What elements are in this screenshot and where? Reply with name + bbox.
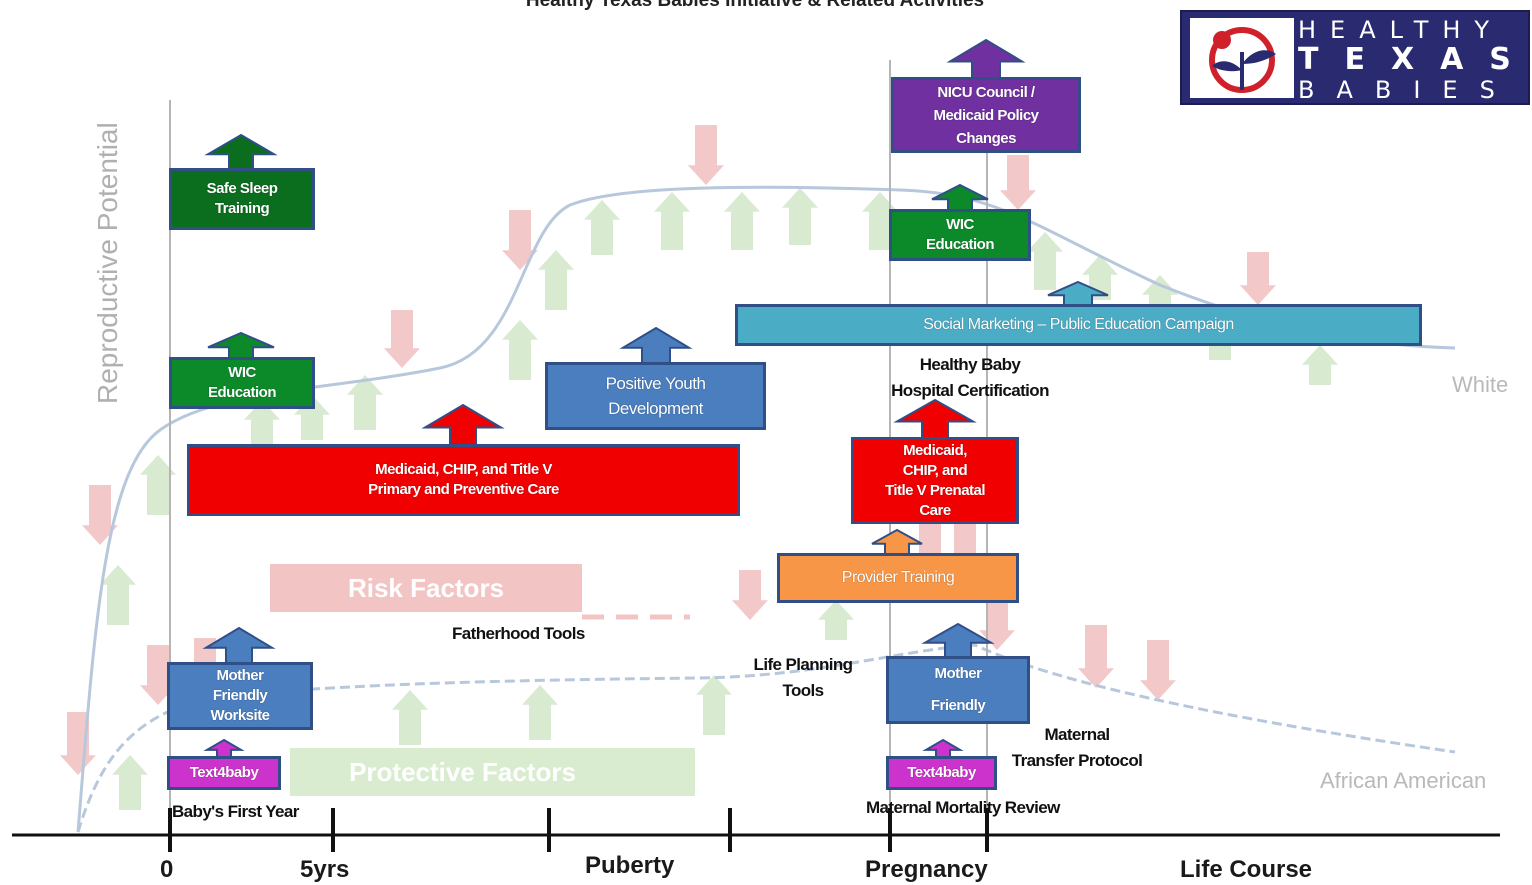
faded-down-arrow xyxy=(384,310,420,368)
healthy-baby-hospital-certification-label: Healthy Baby Hospital Certification xyxy=(891,355,1049,400)
y-axis-label: Reproductive Potential xyxy=(92,122,123,404)
up-arrow-icon xyxy=(893,398,977,440)
faded-down-arrow xyxy=(688,125,724,185)
up-arrow-icon xyxy=(946,38,1026,80)
faded-up-arrow xyxy=(696,675,732,735)
maternal-mortality-review-label: Maternal Mortality Review xyxy=(866,798,1060,817)
medicaid-primary-care-box: Medicaid, CHIP, and Title V Primary and … xyxy=(187,444,740,516)
faded-up-arrow xyxy=(1302,345,1338,385)
faded-up-arrow xyxy=(724,192,760,250)
faded-up-arrow xyxy=(782,188,818,245)
faded-up-arrow xyxy=(244,400,280,445)
faded-down-arrow xyxy=(732,570,768,620)
faded-up-arrow xyxy=(347,375,383,430)
faded-up-arrow xyxy=(392,690,428,745)
faded-up-arrow xyxy=(1027,232,1063,290)
logo-line-texas: TEXAS xyxy=(1298,42,1532,77)
up-arrow-icon xyxy=(421,403,505,447)
safe-sleep-training-box: Safe Sleep Training xyxy=(169,168,315,230)
up-arrow-icon xyxy=(931,183,989,212)
protective-factors-band xyxy=(290,748,695,796)
provider-training-box: Provider Training xyxy=(777,553,1019,603)
up-arrow-icon xyxy=(921,622,995,659)
faded-down-arrow xyxy=(502,210,538,270)
faded-down-arrow xyxy=(82,485,118,545)
faded-up-arrow xyxy=(538,250,574,310)
faded-down-arrow xyxy=(1000,155,1036,210)
positive-youth-development-box: Positive Youth Development xyxy=(545,362,766,430)
nicu-council-box: NICU Council / Medicaid Policy Changes xyxy=(891,77,1081,153)
text4baby-left-box: Text4baby xyxy=(167,756,281,790)
life-planning-tools-label: Life Planning Tools xyxy=(753,655,854,700)
medicaid-prenatal-care-box: Medicaid, CHIP, and Title V Prenatal Car… xyxy=(851,437,1019,524)
up-arrow-icon xyxy=(619,326,693,365)
faded-up-arrow xyxy=(112,755,148,810)
wic-education-right-box: WIC Education xyxy=(889,209,1031,261)
white-curve-label: White xyxy=(1452,372,1509,397)
up-arrow-icon xyxy=(871,528,923,556)
maternal-transfer-protocol-label: Maternal Transfer Protocol xyxy=(1011,725,1143,770)
social-marketing-box: Social Marketing – Public Education Camp… xyxy=(735,304,1422,346)
faded-up-arrow xyxy=(100,565,136,625)
healthy-texas-babies-logo: HEALTHY TEXAS BABIES xyxy=(1180,10,1530,105)
faded-down-arrow xyxy=(60,712,96,775)
up-arrow-icon xyxy=(207,331,275,360)
logo-line-babies: BABIES xyxy=(1298,76,1517,104)
timeline-label-pregnancy: Pregnancy xyxy=(865,856,988,883)
faded-up-arrow xyxy=(502,320,538,380)
timeline-label-zero: 0 xyxy=(160,856,174,883)
faded-up-arrow xyxy=(140,455,176,515)
text4baby-right-box: Text4baby xyxy=(886,756,997,790)
up-arrow-icon xyxy=(204,133,278,171)
risk-factors-band xyxy=(270,564,582,612)
faded-down-arrow xyxy=(1240,252,1276,305)
mother-friendly-worksite-box: Mother Friendly Worksite xyxy=(167,662,313,730)
mother-friendly-box: Mother Friendly xyxy=(886,656,1030,724)
timeline-label-life-course: Life Course xyxy=(1180,856,1313,883)
babys-first-year-label: Baby's First Year xyxy=(172,802,299,821)
faded-up-arrow xyxy=(584,200,620,255)
timeline-label-5yrs: 5yrs xyxy=(300,856,350,883)
wic-education-left-box: WIC Education xyxy=(169,357,315,409)
faded-down-arrow xyxy=(1078,625,1114,688)
faded-up-arrow xyxy=(654,192,690,250)
logo-line-healthy: HEALTHY xyxy=(1298,16,1504,44)
white-curve xyxy=(76,185,1456,833)
timeline-label-puberty: Puberty xyxy=(585,852,675,879)
logo-emblem xyxy=(1190,18,1294,98)
faded-arrows xyxy=(60,125,1338,810)
risk-factors-label: Risk Factors xyxy=(347,572,505,603)
faded-up-arrow xyxy=(818,600,854,640)
fatherhood-tools-label: Fatherhood Tools xyxy=(452,624,585,643)
protective-factors-label: Protective Factors xyxy=(349,756,576,787)
timeline-ticks xyxy=(168,808,989,852)
african-american-curve-label: African American xyxy=(1320,768,1487,793)
diagram-title: Healthy Texas Babies Initiative & Relate… xyxy=(525,0,985,11)
faded-up-arrow xyxy=(522,685,558,740)
flower-icon xyxy=(1209,27,1276,93)
faded-down-arrow xyxy=(1140,640,1176,700)
